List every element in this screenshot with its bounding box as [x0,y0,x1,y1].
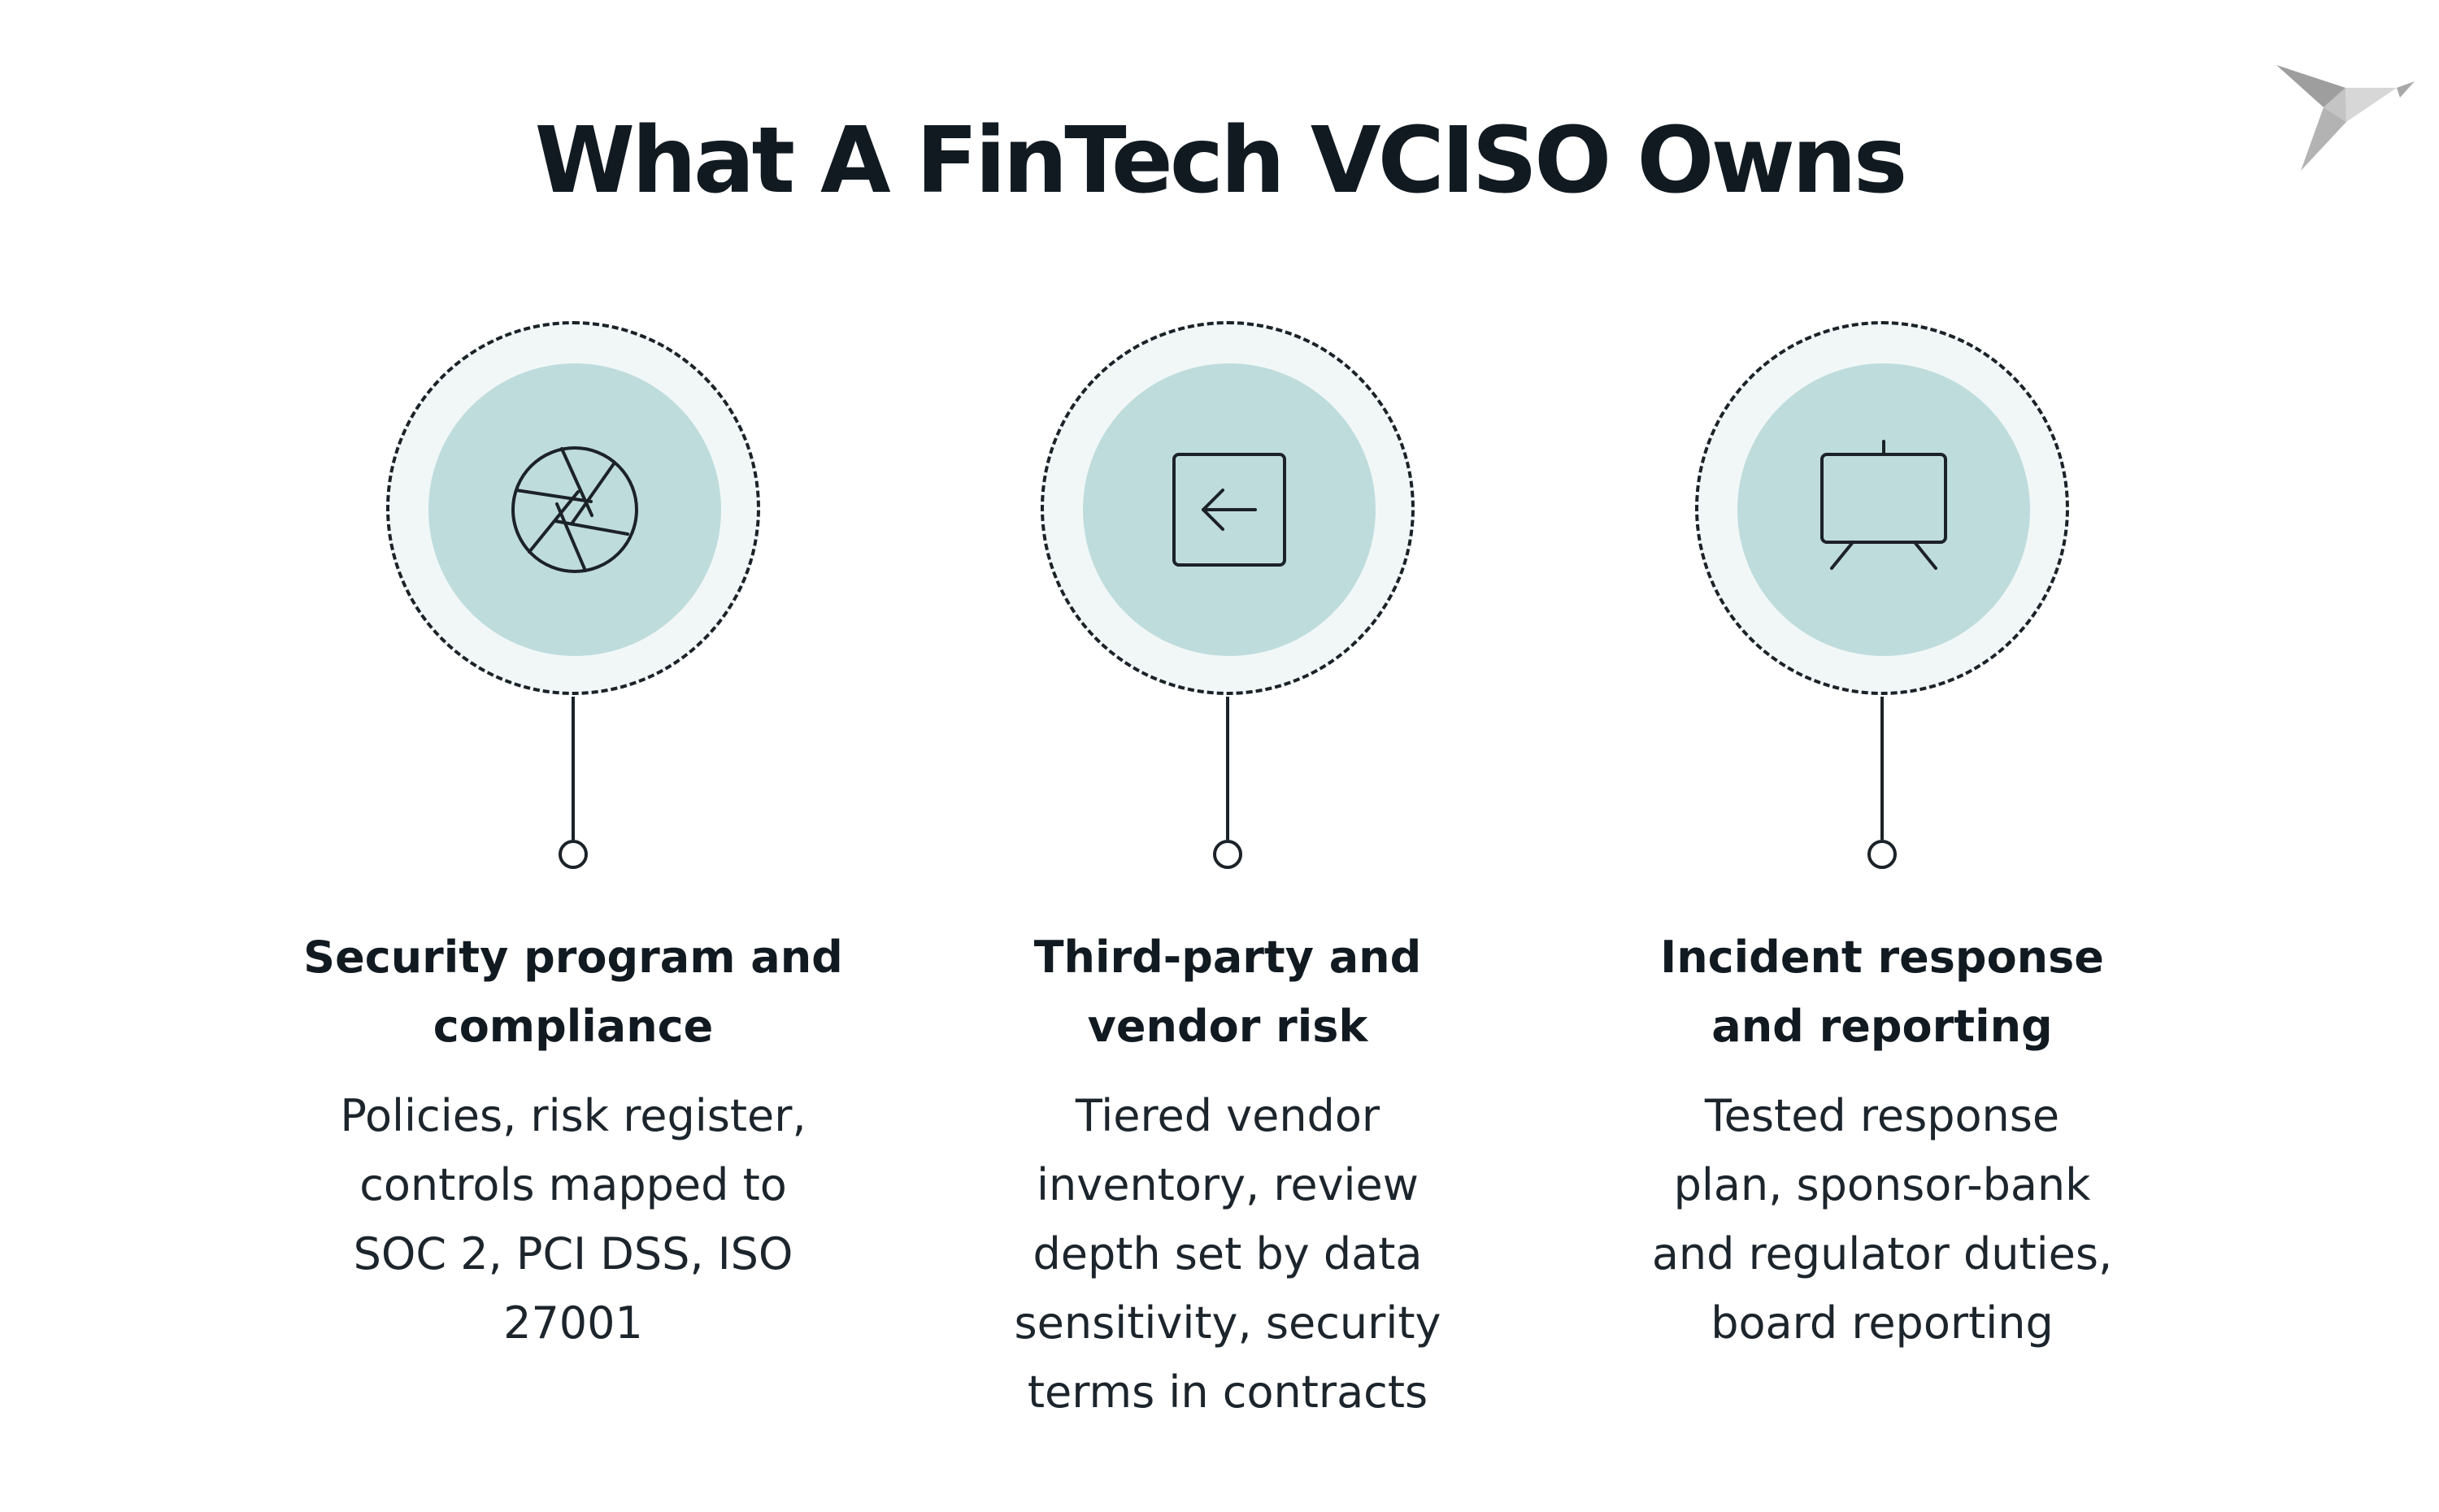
icon-disc [428,363,721,656]
aperture-icon [511,446,638,573]
item-heading: Third-party and vendor risk [1033,932,1422,1052]
presentation-board-icon [1820,440,1947,570]
item-description: Policies, risk register, controls mapped… [340,1090,806,1349]
item-heading: Incident response and reporting [1660,932,2104,1052]
item-description: Tested response plan, sponsor-bank and r… [1651,1090,2113,1349]
connector-dot [559,840,588,869]
connector-dot [1213,840,1242,869]
page-title: What A FinTech VCISO Owns [534,108,1908,214]
icon-ring [1695,321,2069,695]
paper-bird-logo-icon [2276,65,2415,171]
connector-line [1226,697,1229,840]
icon-disc [1083,363,1376,656]
item-vendor-risk: Third-party and vendor risk Tiered vendo… [919,321,1537,1459]
arrow-left-box-icon [1172,453,1286,567]
connector-line [1880,697,1884,840]
icon-ring [1041,321,1415,695]
item-heading: Security program and compliance [303,932,843,1052]
icon-disc [1737,363,2030,656]
icon-ring [386,321,760,695]
item-security-program: Security program and compliance Policies… [264,321,882,1459]
connector-line [572,697,575,840]
item-description: Tiered vendor inventory, review depth se… [1014,1090,1441,1418]
item-incident-response: Incident response and reporting Tested r… [1573,321,2191,1459]
connector-dot [1867,840,1897,869]
